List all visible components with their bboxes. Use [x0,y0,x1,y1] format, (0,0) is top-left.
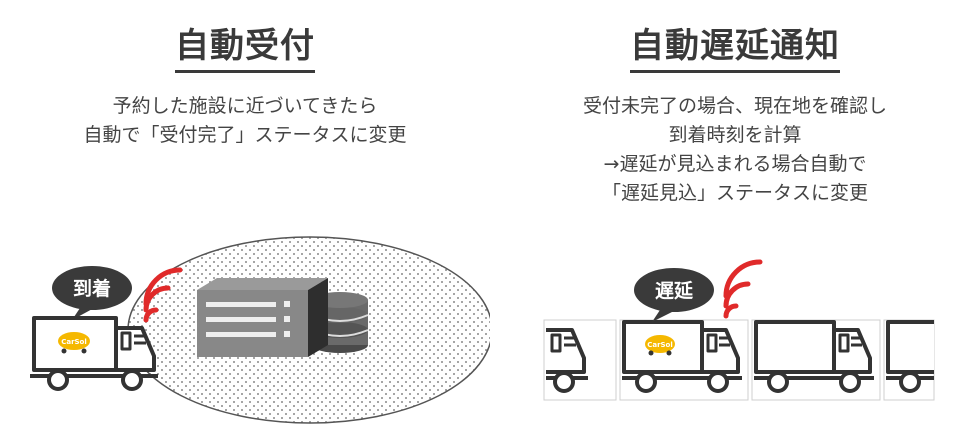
truck-icon [622,322,742,391]
arrival-badge: 到着 [73,277,111,300]
arrival-illustration: 到着 CarSol [0,0,490,437]
truck-icon [754,322,874,391]
truck-icon [546,330,588,391]
signal-icon [726,262,760,316]
delay-badge: 遅延 [655,280,694,302]
speech-bubble-icon: 到着 [52,266,132,320]
auto-reception-panel: 自動受付 予約した施設に近づいてきたら 自動で「受付完了」ステータスに変更 [0,0,490,437]
svg-text:CarSol: CarSol [647,341,673,349]
auto-delay-panel: 自動遅延通知 受付未完了の場合、現在地を確認し 到着時刻を計算 →遅延が見込まれ… [490,0,980,437]
truck-logo: CarSol [645,335,675,356]
svg-text:CarSol: CarSol [61,338,87,346]
truck-icon [886,322,934,391]
truck-icon [30,318,158,389]
speech-bubble-icon: 遅延 [634,268,714,322]
delay-illustration: CarSol 遅延 [490,0,980,437]
